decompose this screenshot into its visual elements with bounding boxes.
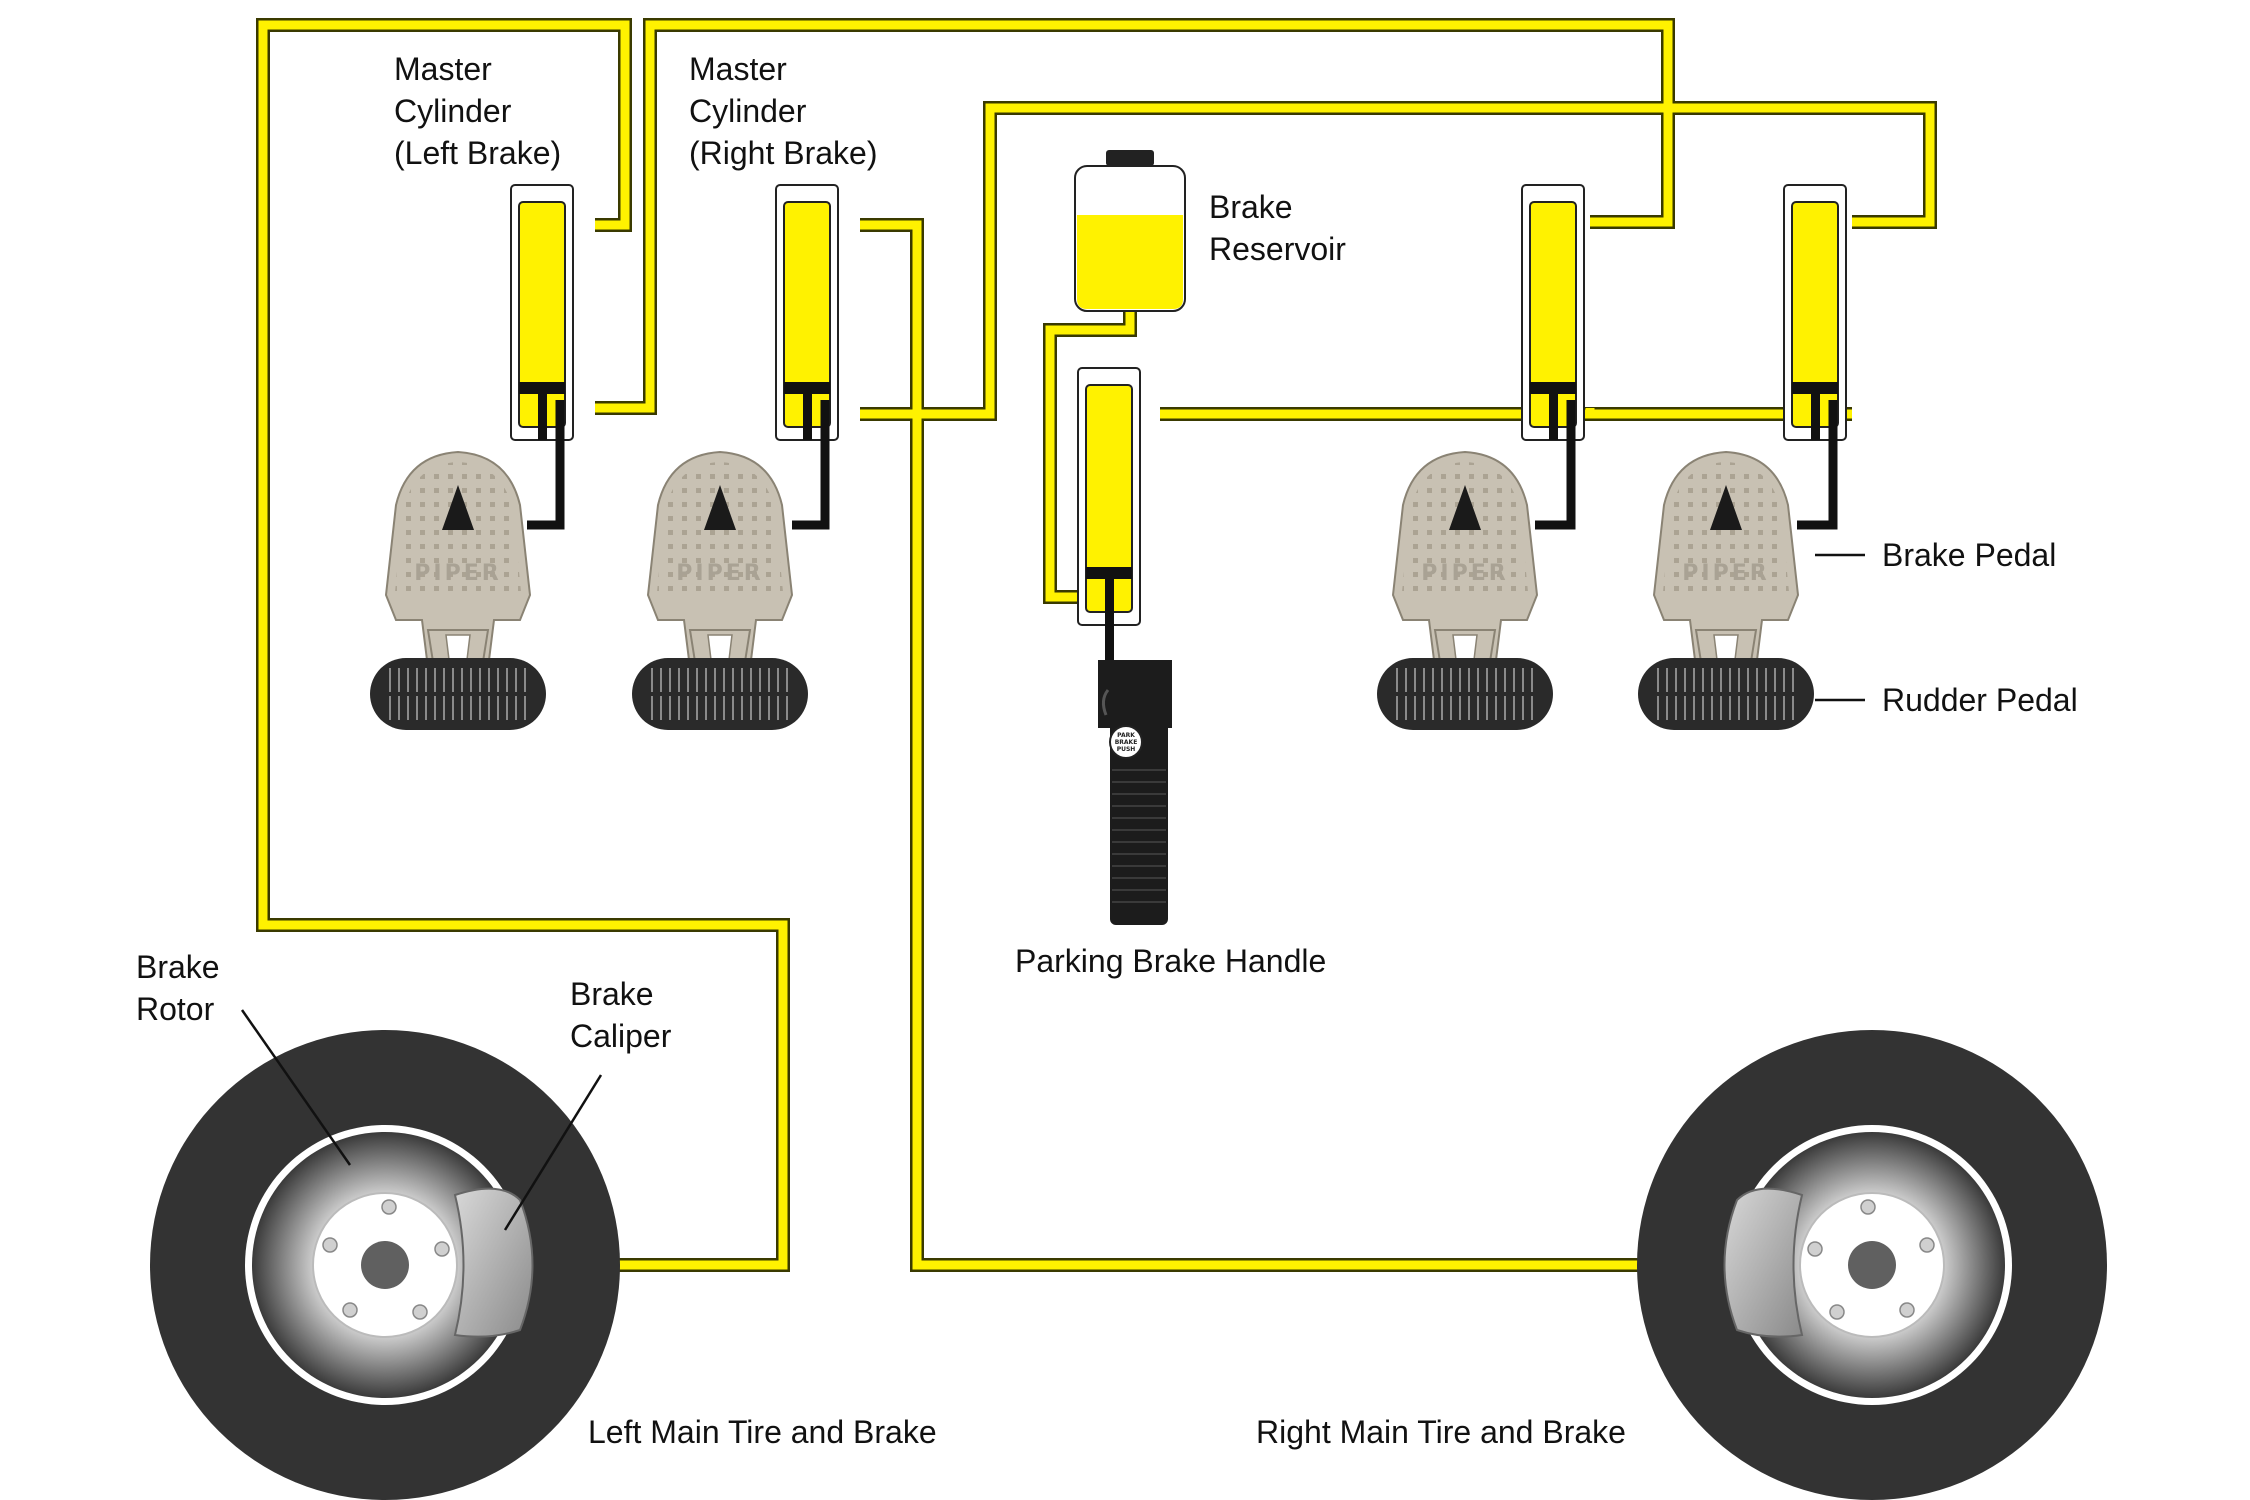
brake-reservoir: [1074, 150, 1186, 312]
pedal-pushrod: [527, 400, 565, 530]
piston-rod: [803, 382, 812, 440]
piston-rod: [538, 382, 547, 440]
piston-rod: [1549, 382, 1558, 440]
park-button-text: PUSH: [1117, 746, 1136, 753]
hydraulic-lines: [256, 18, 1937, 1272]
brake-line: [1045, 311, 1135, 602]
brake-line-outline: [860, 101, 1937, 421]
pedal-pushrod: [1535, 400, 1576, 530]
piston-rod: [1811, 382, 1820, 440]
right-main-tire: [1637, 1030, 2107, 1500]
rudder-pedal-icon[interactable]: [370, 658, 546, 730]
brake-pedal-icon[interactable]: [1392, 451, 1538, 669]
brake-pedal-icon[interactable]: [647, 451, 793, 669]
master-cylinder-right-label: Master: [689, 51, 787, 87]
brake-caliper: [1723, 1187, 1804, 1338]
right-tire-label: Right Main Tire and Brake: [1256, 1414, 1626, 1450]
pedal-pushrod: [792, 400, 830, 530]
park-button-text: BRAKE: [1115, 739, 1138, 746]
rudder-pedal-icon[interactable]: [1638, 658, 1814, 730]
master-cylinder-right: [775, 184, 839, 441]
brake-caliper-label: Brake: [570, 976, 654, 1012]
brake-line: [595, 20, 1673, 413]
master-cylinder-left-label: (Left Brake): [394, 135, 561, 171]
brake-line: [860, 220, 1740, 1270]
brake-pedal-icon[interactable]: [385, 451, 531, 669]
brake-caliper-label: Caliper: [570, 1018, 672, 1054]
left-tire-label: Left Main Tire and Brake: [588, 1414, 937, 1450]
brake-rotor-label: Brake: [136, 949, 220, 985]
leader-lines: [240, 553, 1865, 1231]
master-cylinder-left-label: Cylinder: [394, 93, 512, 129]
pedal-pushrod: [1797, 400, 1838, 530]
brake-pedal-label: Brake Pedal: [1882, 537, 2056, 573]
brake-line: [258, 20, 788, 1270]
rudder-pedal-icon[interactable]: [1377, 658, 1553, 730]
master-cylinder-right-label: Cylinder: [689, 93, 807, 129]
master-cylinder-right-label: (Right Brake): [689, 135, 878, 171]
reservoir-label: Reservoir: [1209, 231, 1346, 267]
parking-brake-handle[interactable]: PARK BRAKE PUSH: [1098, 660, 1172, 925]
parking-brake-valve: [1077, 367, 1141, 665]
rudder-pedal-icon[interactable]: [632, 658, 808, 730]
master-cylinder-left: [510, 184, 574, 441]
master-cylinders: [510, 184, 1847, 665]
brake-rotor-label: Rotor: [136, 991, 215, 1027]
rudder-pedal-label: Rudder Pedal: [1882, 682, 2078, 718]
master-cylinder-copilot-right: [1783, 184, 1847, 441]
park-button-text: PARK: [1117, 732, 1135, 739]
brake-pedal-icon[interactable]: [1653, 451, 1799, 669]
left-main-tire: [150, 1030, 620, 1500]
brake-caliper: [453, 1187, 534, 1338]
park-brake-button[interactable]: [1109, 725, 1143, 759]
parking-brake-handle-label: Parking Brake Handle: [1015, 943, 1326, 979]
piston-rod: [1105, 567, 1114, 665]
master-cylinder-copilot-left: [1521, 184, 1585, 441]
reservoir-label: Brake: [1209, 189, 1293, 225]
brake-line: [860, 103, 1935, 419]
master-cylinder-left-label: Master: [394, 51, 492, 87]
